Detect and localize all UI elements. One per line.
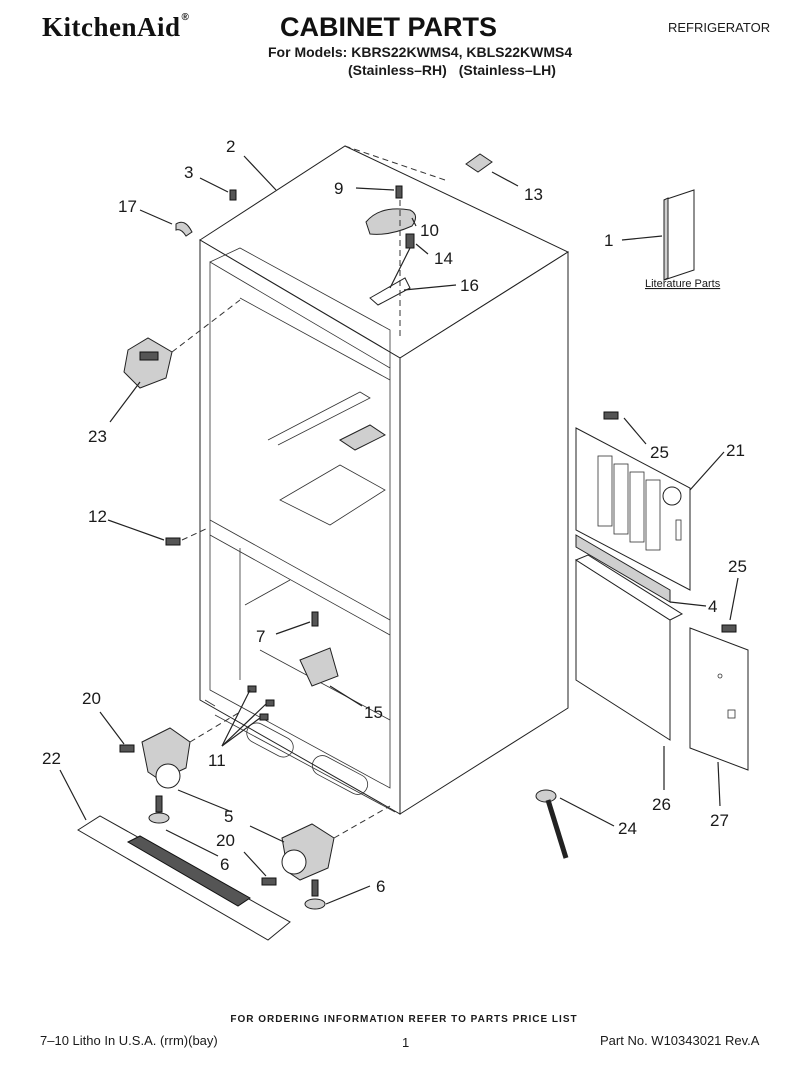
variant-lh: (Stainless–LH) (458, 62, 556, 78)
part-17-clip (175, 221, 193, 237)
part-11-screws (247, 685, 275, 721)
part-24-tool (535, 789, 569, 859)
callout-4: 4 (708, 597, 717, 616)
top-hinge-assembly (344, 145, 446, 340)
part-20-screw-right (261, 877, 277, 886)
callout-6-left: 6 (220, 855, 229, 874)
callout-24: 24 (618, 819, 637, 838)
callout-20-right: 20 (216, 831, 235, 850)
literature-parts-label: Literature Parts (645, 278, 721, 290)
callout-12: 12 (88, 507, 107, 526)
part-7-pin (311, 611, 319, 627)
callout-17: 17 (118, 197, 137, 216)
callout-26: 26 (652, 795, 671, 814)
category-label: REFRIGERATOR (668, 20, 771, 35)
part-15-bracket (299, 647, 339, 687)
callout-22: 22 (42, 749, 61, 768)
callout-14: 14 (434, 249, 453, 268)
part-literature (621, 189, 695, 281)
callout-16: 16 (460, 276, 479, 295)
callout-9: 9 (334, 179, 343, 198)
roller-assembly-left (141, 711, 241, 824)
leader-lines (59, 155, 739, 905)
callout-21: 21 (726, 441, 745, 460)
callout-2: 2 (226, 137, 235, 156)
part-3-screw (229, 189, 237, 201)
part-27-panel (689, 627, 749, 771)
callout-15: 15 (364, 703, 383, 722)
callout-5-top: 5 (224, 807, 233, 826)
litho-info: 7–10 Litho In U.S.A. (rrm)(bay) (40, 1033, 218, 1048)
part-22-toe-grille (77, 815, 291, 941)
ordering-note: FOR ORDERING INFORMATION REFER TO PARTS … (230, 1014, 578, 1025)
variant-rh: (Stainless–RH) (348, 62, 447, 78)
part-20-screw-left (119, 744, 135, 753)
model-variants: (Stainless–RH) (Stainless–LH) (348, 62, 564, 78)
part-25-screw-bottom (721, 624, 737, 633)
callout-7: 7 (256, 627, 265, 646)
models-line: For Models: KBRS22KWMS4, KBLS22KWMS4 (268, 44, 573, 60)
part-number: Part No. W10343021 Rev.A (600, 1033, 760, 1048)
callout-25-top: 25 (650, 443, 669, 462)
callout-6-right: 6 (376, 877, 385, 896)
callout-23: 23 (88, 427, 107, 446)
part-21-grille (575, 427, 691, 591)
callout-13: 13 (524, 185, 543, 204)
callout-1: 1 (604, 231, 613, 250)
part-13-cap (465, 153, 493, 173)
page-title: CABINET PARTS (280, 12, 498, 42)
callout-labels: 2 3 17 9 13 10 14 16 1 23 12 25 21 25 4 … (42, 137, 747, 896)
page-number: 1 (402, 1035, 410, 1050)
callout-10: 10 (420, 221, 439, 240)
part-23-control (123, 299, 241, 389)
cabinet-body (199, 145, 570, 815)
callout-3: 3 (184, 163, 193, 182)
callout-20-left: 20 (82, 689, 101, 708)
part-25-screw-top (603, 411, 619, 420)
callout-11: 11 (208, 751, 226, 770)
callout-27: 27 (710, 811, 729, 830)
roller-assembly-right (281, 805, 391, 910)
callout-25-bottom: 25 (728, 557, 747, 576)
part-12-screw (165, 537, 181, 546)
brand-logo: KitchenAid® (42, 12, 190, 42)
